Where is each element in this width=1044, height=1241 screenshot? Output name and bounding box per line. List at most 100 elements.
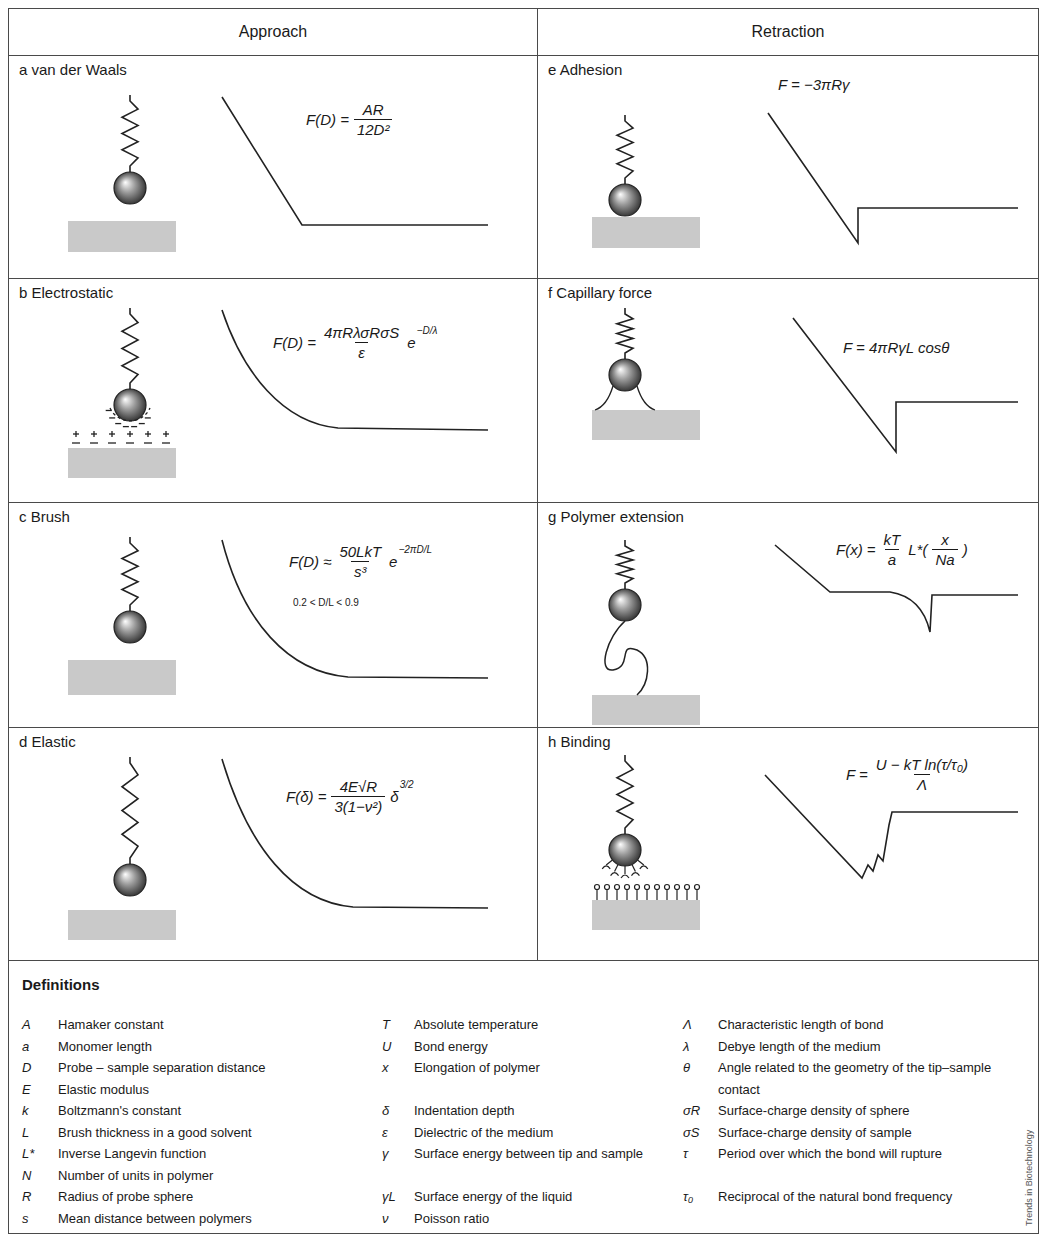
symbol: Λ — [683, 1014, 692, 1036]
section-heading: Definitions — [22, 976, 100, 993]
exponent: −D/λ — [417, 325, 438, 336]
column-header: Retraction — [537, 8, 1039, 56]
denominator: 3(1−ν²) — [331, 796, 385, 815]
symbol: γL — [382, 1186, 396, 1208]
power-base: δ — [390, 788, 398, 805]
force-curve — [222, 97, 488, 225]
probe-sphere — [114, 389, 146, 421]
denominator: 12D² — [354, 119, 393, 138]
equation-part: F(D) ≈ — [289, 553, 331, 570]
force-panel: h BindingF =U − kT ln(τ/τ₀)Λ — [537, 727, 1039, 961]
panel-title: f Capillary force — [548, 284, 652, 301]
force-panel: d ElasticF(δ) =4E√R3(1−ν²)δ3/2 — [8, 727, 538, 961]
force-equation: F(D) = 4πRλσRσSε e−D/λ — [273, 324, 437, 361]
denominator: Λ — [914, 774, 930, 793]
symbol: σS — [683, 1122, 700, 1144]
equation-text: F = 4πRγL cosθ — [843, 339, 949, 356]
equation-text: F(D) ≈ — [289, 553, 331, 570]
definition-text: Surface-charge density of sample — [718, 1122, 1018, 1144]
symbol: L* — [22, 1143, 34, 1165]
equation-part: δ3/2 — [390, 788, 413, 805]
exponent: 3/2 — [400, 779, 414, 790]
fraction: 50LkTs³ — [336, 543, 384, 580]
probe-illustration — [592, 755, 1018, 930]
force-equation: F(D) =AR12D² — [306, 101, 392, 138]
equation-text: F(D) = — [306, 111, 349, 128]
equation-part: 50LkTs³ — [336, 543, 384, 580]
definition-text: Monomer length — [58, 1036, 358, 1058]
cantilever-spring — [617, 755, 633, 834]
symbol: θ — [683, 1057, 690, 1079]
equation-text: F(x) = — [836, 541, 876, 558]
symbol: L — [22, 1122, 29, 1144]
definition-text: Hamaker constant — [58, 1014, 358, 1036]
force-panel: e Adhesion F = −3πRγ — [537, 55, 1039, 279]
force-panel: g Polymer extensionF(x) =kTaL*(xNa) — [537, 502, 1039, 728]
sample-surface — [68, 660, 176, 695]
equation-part: F(δ) = — [286, 788, 326, 805]
numerator: 4πRλσRσS — [321, 324, 402, 342]
denominator: s³ — [351, 561, 370, 580]
definition-text: Indentation depth — [414, 1100, 674, 1122]
panel-title: d Elastic — [19, 733, 76, 750]
symbol: k — [22, 1100, 29, 1122]
force-curve — [793, 318, 1018, 452]
force-curve — [775, 545, 1018, 632]
symbol: ε — [382, 1122, 388, 1144]
probe-illustration — [68, 308, 488, 478]
equation-part: e−D/λ — [407, 334, 437, 351]
definition-text: Debye length of the medium — [718, 1036, 1018, 1058]
symbol: N — [22, 1165, 31, 1187]
sample-surface — [592, 695, 700, 725]
force-equation: F = U − kT ln(τ/τ₀)Λ — [846, 756, 971, 793]
probe-sphere — [114, 864, 146, 896]
probe-illustration — [68, 757, 488, 940]
cantilever-spring — [122, 308, 138, 389]
denominator: ε — [355, 342, 368, 361]
force-panel: a van der WaalsF(D) =AR12D² — [8, 55, 538, 279]
cantilever-spring — [617, 308, 633, 359]
power: e−2πD/L — [389, 553, 432, 570]
definition-text: Mean distance between polymers — [58, 1208, 358, 1230]
equation-part: F(D) = — [273, 334, 316, 351]
equation-part: 4πRλσRσSε — [321, 324, 402, 361]
force-curve — [222, 540, 488, 678]
liquid-meniscus — [595, 386, 655, 410]
equation-text: F(δ) = — [286, 788, 326, 805]
symbol: s — [22, 1208, 29, 1230]
equation-part: xNa — [932, 531, 957, 568]
definition-text: Elongation of polymer — [414, 1057, 674, 1079]
definition-text: Surface-charge density of sphere — [718, 1100, 1018, 1122]
sample-surface — [592, 410, 700, 440]
symbol: a — [22, 1036, 29, 1058]
column-title: Retraction — [538, 9, 1038, 55]
panel-title: c Brush — [19, 508, 70, 525]
probe-illustration — [68, 537, 488, 695]
equation-text: F = −3πRγ — [778, 76, 849, 93]
symbol: T — [382, 1014, 390, 1036]
power-base: e — [389, 553, 397, 570]
probe-sphere — [114, 172, 146, 204]
force-equation: F(δ) =4E√R3(1−ν²)δ3/2 — [286, 778, 414, 815]
definition-text: Brush thickness in a good solvent — [58, 1122, 358, 1144]
equation-part: F = −3πRγ — [778, 76, 849, 93]
equation-text: F(D) = — [273, 334, 316, 351]
definition-text: Number of units in polymer — [58, 1165, 358, 1187]
definition-text: Surface energy of the liquid — [414, 1186, 674, 1208]
denominator: Na — [932, 549, 957, 568]
numerator: U − kT ln(τ/τ₀) — [873, 756, 971, 774]
panel-title: e Adhesion — [548, 61, 622, 78]
definition-text: Radius of probe sphere — [58, 1186, 358, 1208]
probe-sphere — [609, 589, 641, 621]
symbol: δ — [382, 1100, 389, 1122]
equation-part: F = — [846, 766, 868, 783]
fraction: 4πRλσRσSε — [321, 324, 402, 361]
equation-text: ) — [963, 541, 968, 558]
equation-part: kTa — [881, 531, 904, 568]
cantilever-spring — [617, 115, 633, 184]
equation-part: e−2πD/L — [389, 553, 432, 570]
binding-molecules — [595, 860, 700, 900]
equation-part: F(x) = — [836, 541, 876, 558]
fraction: kTa — [881, 531, 904, 568]
symbol: x — [382, 1057, 389, 1079]
